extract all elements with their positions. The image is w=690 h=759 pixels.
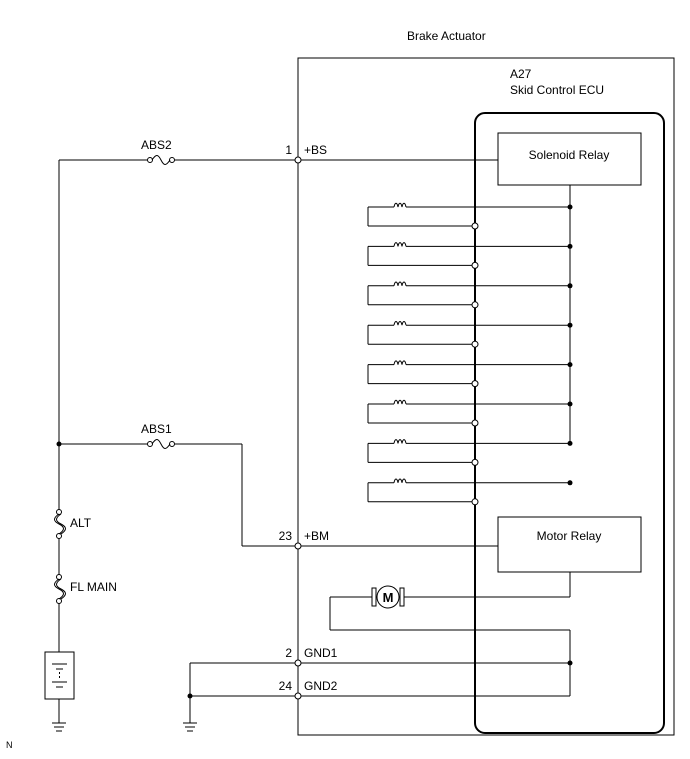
ecu-terminal xyxy=(471,222,479,230)
pin-name-gnd2: GND2 xyxy=(304,679,338,693)
corner-mark: N xyxy=(6,740,13,750)
junction-dot xyxy=(567,440,573,446)
junction-dot xyxy=(567,283,573,289)
solenoid-valve-row xyxy=(367,478,573,506)
fusible-link-alt-label: ALT xyxy=(70,516,92,530)
pin-number-gnd1: 2 xyxy=(285,646,292,660)
solenoid-valve-row xyxy=(367,399,573,427)
pin-name-bm: +BM xyxy=(304,529,329,543)
terminal-gnd1 xyxy=(294,659,302,667)
solenoid-valve-row xyxy=(367,360,573,388)
solenoid-coil-icon xyxy=(393,439,407,444)
junction-dot xyxy=(567,660,573,666)
ecu-name: Skid Control ECU xyxy=(510,83,604,97)
junction-dot xyxy=(567,204,573,210)
battery-ground-icon xyxy=(52,722,66,732)
solenoid-relay-label: Solenoid Relay xyxy=(529,148,610,162)
solenoid-coil-icon xyxy=(393,399,407,405)
solenoid-coil-icon xyxy=(393,320,407,326)
solenoid-valve-row xyxy=(367,281,573,309)
solenoid-coil-icon xyxy=(393,202,407,208)
solenoid-valve-row xyxy=(367,439,573,466)
junction-dot xyxy=(567,322,573,328)
ecu-terminal xyxy=(471,340,479,348)
junction-dot xyxy=(56,441,62,447)
solenoid-coil-icon xyxy=(393,478,407,483)
pin-name-gnd1: GND1 xyxy=(304,646,338,660)
ecu-terminal xyxy=(471,380,479,388)
body-ground-icon xyxy=(183,663,197,732)
pump-motor-icon xyxy=(371,585,405,609)
pin-name-bs: +BS xyxy=(304,143,327,157)
junction-dot xyxy=(567,401,573,407)
motor-label: M xyxy=(383,590,394,605)
brake-actuator-box xyxy=(297,57,675,736)
motor-relay-label: Motor Relay xyxy=(537,529,602,543)
pin-number-bs: 1 xyxy=(285,143,292,157)
fusible-link-fl-main xyxy=(54,574,66,604)
fusible-link-alt xyxy=(54,509,66,539)
fuse-abs2 xyxy=(147,155,175,165)
pin-number-gnd2: 24 xyxy=(279,679,293,693)
fusible-link-fl-main-label: FL MAIN xyxy=(70,580,117,594)
ecu-terminal xyxy=(471,301,479,309)
fuse-abs2-label: ABS2 xyxy=(141,138,172,152)
solenoid-valve-row xyxy=(367,320,573,348)
battery-icon xyxy=(44,651,75,700)
terminal-bm xyxy=(294,542,302,550)
solenoid-valve-row xyxy=(367,202,573,230)
solenoid-coil-icon xyxy=(393,242,407,247)
brake-actuator-title: Brake Actuator xyxy=(407,29,486,43)
motor-relay-box xyxy=(497,516,642,573)
fuse-abs1 xyxy=(147,439,175,449)
junction-dot xyxy=(187,693,193,699)
pin-number-bm: 23 xyxy=(279,529,293,543)
left-bus-wiring xyxy=(58,159,298,723)
ecu-terminal xyxy=(471,458,479,466)
internal-wiring xyxy=(301,159,571,697)
solenoid-coil-icon xyxy=(393,360,407,365)
solenoid-coil-icon xyxy=(393,281,407,286)
ecu-terminal xyxy=(471,419,479,427)
ecu-code: A27 xyxy=(510,67,532,81)
ecu-terminal xyxy=(471,498,479,506)
terminal-gnd2 xyxy=(294,692,302,700)
junction-dot xyxy=(567,243,573,249)
solenoid-valve-rows xyxy=(367,202,573,506)
terminal-bs xyxy=(294,156,302,164)
ecu-terminal xyxy=(471,261,479,269)
junction-dot xyxy=(567,480,573,486)
fuse-abs1-label: ABS1 xyxy=(141,422,172,436)
junction-dot xyxy=(567,362,573,368)
solenoid-valve-row xyxy=(367,242,573,269)
